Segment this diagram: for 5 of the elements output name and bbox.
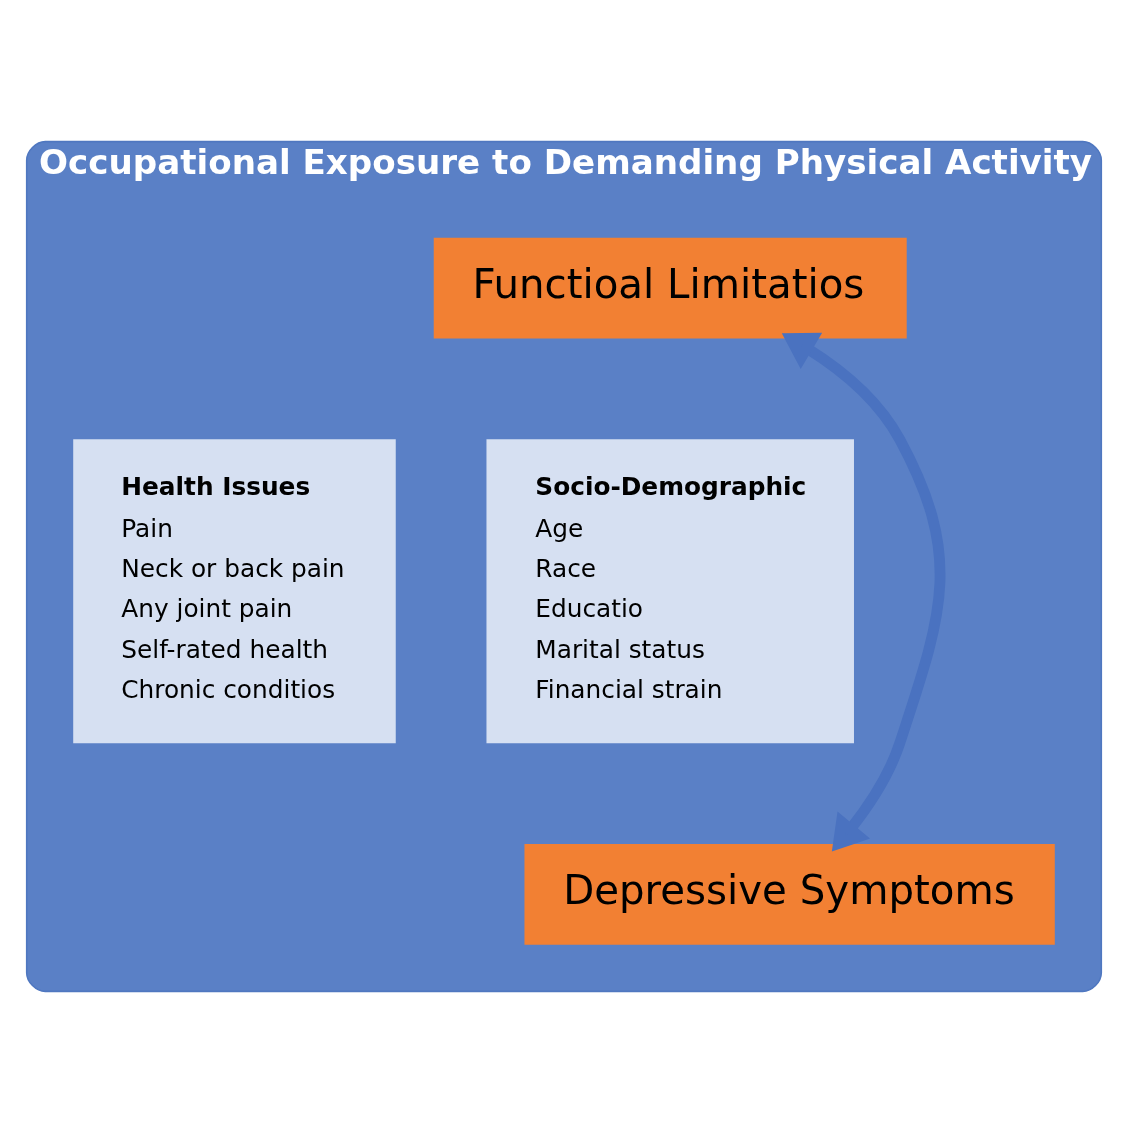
node-box: Functioal Limitatios bbox=[433, 237, 907, 339]
arrow bbox=[781, 332, 946, 852]
node-box: Socio-Demographic Age Race Educatio Marital status Financial strain bbox=[486, 439, 854, 744]
node-box: Depressive Symptoms bbox=[524, 844, 1055, 945]
node-box: Health Issues Pain Neck or back pain Any joint pain Self-rated health Chronic conditios bbox=[73, 439, 396, 744]
